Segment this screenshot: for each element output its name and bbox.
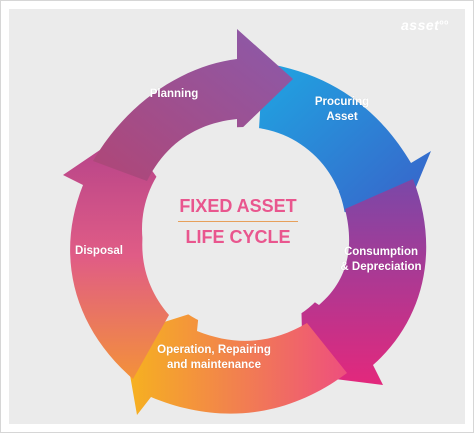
planning-arrow bbox=[93, 29, 293, 181]
stage-label-planning: Planning bbox=[149, 88, 199, 100]
title-divider bbox=[178, 221, 298, 222]
title-line-1: FIXED ASSET bbox=[179, 196, 297, 216]
center-circle bbox=[142, 127, 346, 331]
stage-label-operation: Operation, Repairing and maintenance bbox=[157, 344, 271, 371]
stage-label-procuring: Procuring Asset bbox=[314, 96, 370, 123]
stage-label-disposal: Disposal bbox=[75, 245, 123, 257]
operation-arrow bbox=[123, 311, 347, 415]
procuring-arrow bbox=[259, 63, 431, 223]
diagram-title: FIXED ASSET LIFE CYCLE bbox=[173, 195, 303, 248]
disposal-arrow bbox=[63, 133, 171, 379]
stage-label-consumption: Consumption & Depreciation bbox=[340, 246, 422, 273]
brand-logo: assetoo bbox=[401, 17, 449, 33]
title-line-2: LIFE CYCLE bbox=[185, 227, 291, 247]
consumption-arrow bbox=[301, 179, 427, 385]
